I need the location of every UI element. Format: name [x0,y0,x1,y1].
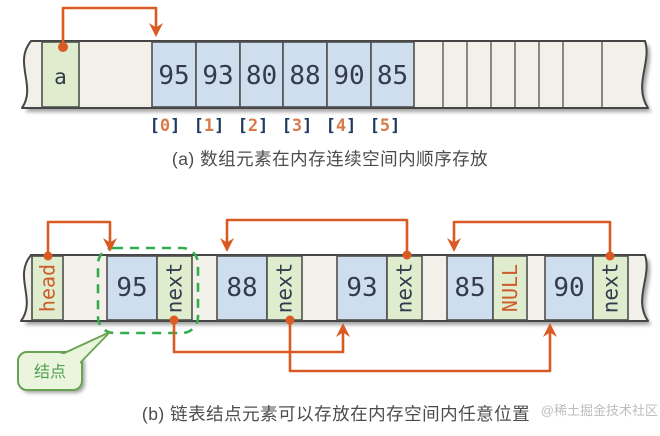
node-4-null-label: NULL [498,264,522,312]
node-1-pointer-dot [169,315,179,325]
node-callout: 结点 [17,331,111,393]
array-value-4: 90 [333,61,364,91]
array-caption: (a) 数组元素在内存连续空间内顺序存放 [172,149,488,169]
array-value-5: 85 [377,61,408,91]
node-1-value-cell [106,255,158,321]
pointer-origin-dot [58,42,68,52]
link-arrow-95-to-93 [172,320,350,354]
callout-label: 结点 [34,363,66,381]
list-caption: (b) 链表结点元素可以存放在内存空间内任意位置 [142,404,530,424]
index-label-3: [3] [282,116,313,136]
node-5-pointer-dot [605,251,615,261]
node-1-value: 95 [116,273,147,303]
index-label-0: [0] [150,116,181,136]
index-label-2: [2] [238,116,269,136]
node-2-value: 88 [226,273,257,303]
node-2-next-cell [266,255,303,321]
node-5-value: 90 [553,273,584,303]
node-5-pointer-label: next [599,263,623,314]
array-value-0: 95 [158,61,189,91]
array-cell-0 [151,41,197,108]
node-highlight-dashed-box [96,246,200,335]
array-variable-cell [41,41,80,108]
watermark: @稀土掘金技术社区 [541,403,658,418]
link-arrow-88-to-90 [288,320,557,373]
array-value-2: 80 [246,61,277,91]
link-arrow-90-to-85 [447,220,612,256]
node-5-next-cell [592,255,629,321]
pointer-arrow-a-to-first [61,6,163,47]
node-3-value: 93 [346,273,377,303]
link-arrow-93-to-88 [220,218,409,255]
array-value-3: 88 [289,61,320,91]
node-3-value-cell [336,255,388,321]
node-3-pointer-label: next [393,263,417,314]
node-2-pointer-label: next [273,263,297,314]
array-cell-5 [370,41,415,108]
node-5-value-cell [544,255,594,321]
link-arrow-head-to-95 [46,220,117,256]
array-cell-3 [282,41,328,108]
array-variable-label: a [54,65,67,89]
node-2-pointer-dot [285,315,295,325]
empty-cell-dividers [442,42,603,107]
node-1-pointer-label: next [163,263,187,314]
node-2-value-cell [216,255,268,321]
linked-list-diagram: 结点 head next next next NULL next 95 88 9… [17,218,658,424]
array-cell-4 [326,41,372,108]
node-4-value: 85 [454,273,485,303]
head-label: head [36,264,60,312]
array-diagram: a 95 93 80 88 90 85 [0] [1] [2] [3] [4] … [21,6,652,169]
index-label-5: [5] [370,116,401,136]
array-index-row: [0] [1] [2] [3] [4] [5] [150,116,401,136]
index-label-1: [1] [194,116,225,136]
node-4-null-cell [492,255,528,321]
head-pointer-dot [43,251,53,261]
head-cell [31,255,64,321]
array-value-1: 93 [202,61,233,91]
array-cell-2 [239,41,284,108]
node-4-value-cell [446,255,494,321]
node-3-pointer-dot [402,250,412,260]
index-label-4: [4] [326,116,357,136]
